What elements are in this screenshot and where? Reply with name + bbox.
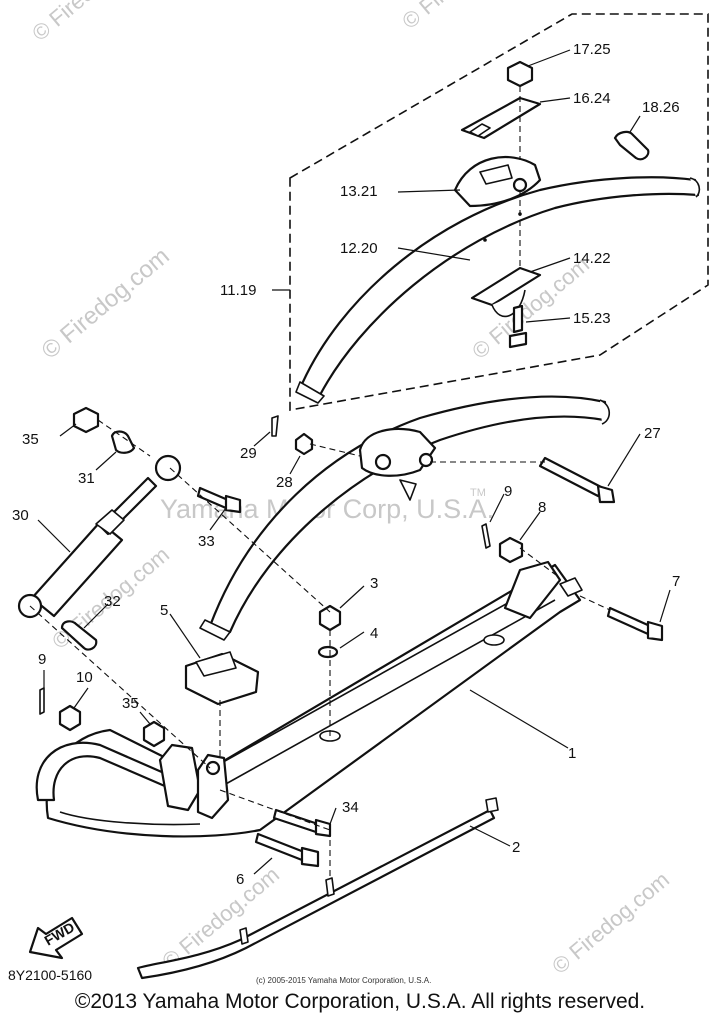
bolt-6: [254, 832, 320, 868]
cotter-pin-9-upper: [481, 523, 491, 549]
callout-14-22: 14.22: [573, 250, 611, 267]
callout-13-21: 13.21: [340, 183, 378, 200]
cotter-pin-29: [271, 415, 279, 437]
callout-28: 28: [276, 474, 293, 491]
callout-27: 27: [644, 425, 661, 442]
callout-33: 33: [198, 533, 215, 550]
callout-1: 1: [568, 745, 576, 762]
callout-6: 6: [236, 871, 244, 888]
watermark-lower-right: © Firedog.com: [547, 867, 674, 979]
collar-18: [613, 130, 650, 161]
watermark-trademark: TM: [470, 487, 486, 499]
callout-7: 7: [672, 573, 680, 590]
callout-3: 3: [370, 575, 378, 592]
leaf-spring-upper: [295, 176, 701, 404]
watermark-top-left: © Firedog: [27, 0, 117, 46]
main-spring-clamp: [358, 428, 437, 501]
callout-12-20: 12.20: [340, 240, 378, 257]
nut-3: [318, 604, 342, 632]
bolt-27: [538, 456, 616, 504]
watermark-top-center: © Firedog: [397, 0, 487, 34]
callout-34: 34: [342, 799, 359, 816]
bolt-33: [196, 486, 242, 514]
callout-16-24: 16.24: [573, 90, 611, 107]
forward-direction-arrow: FWD: [28, 916, 84, 960]
footer-copyright: ©2013 Yamaha Motor Corporation, U.S.A. A…: [74, 990, 646, 1013]
spring-bracket: [470, 266, 542, 307]
callout-31: 31: [78, 470, 95, 487]
callout-32: 32: [104, 593, 121, 610]
nut-28: [294, 432, 314, 456]
nut-17: [506, 60, 534, 88]
callout-10: 10: [76, 669, 93, 686]
spring-clamp-top: [453, 155, 542, 208]
callout-35-upper: 35: [22, 431, 39, 448]
bolt-34: [272, 808, 332, 838]
callout-11-19: 11.19: [220, 282, 256, 299]
callout-4: 4: [370, 625, 378, 642]
washer-4: [317, 645, 339, 659]
nut-35-upper: [72, 406, 100, 434]
callout-30: 30: [12, 507, 29, 524]
leader-lines: [29, 49, 671, 880]
callout-29: 29: [240, 445, 257, 462]
nut-35-lower: [142, 720, 166, 748]
watermark-mid-right: © Firedog.com: [467, 252, 594, 364]
collar-31: [110, 430, 136, 454]
source-copyright-line: (c) 2005-2015 Yamaha Motor Corporation, …: [256, 976, 432, 985]
collar-32: [60, 620, 98, 651]
callout-2: 2: [512, 839, 520, 856]
ski: [35, 560, 583, 838]
callout-35-lower: 35: [122, 695, 139, 712]
nut-10: [58, 704, 82, 732]
callout-17-25: 17.25: [573, 41, 611, 58]
callout-18-26: 18.26: [642, 99, 680, 116]
nut-8: [498, 536, 524, 564]
spring-assembly-frame: [289, 13, 709, 411]
ski-saddle-bracket: [184, 651, 260, 706]
callout-9-left: 9: [38, 651, 46, 668]
callout-9-upper: 9: [504, 483, 512, 500]
callout-5: 5: [160, 602, 168, 619]
bolt-7: [606, 606, 664, 642]
callout-15-23: 15.23: [573, 310, 611, 327]
runner-wear-bar: [136, 797, 499, 980]
callout-8: 8: [538, 499, 546, 516]
drawing-number: 8Y2100-5160: [8, 967, 92, 983]
cotter-pin-9-left: [39, 687, 45, 715]
bolt-15: [512, 304, 524, 334]
watermark-left: © Firedog.com: [37, 243, 175, 365]
part-callouts: 17.25 16.24 18.26 13.21 12.20 14.22 11.1…: [12, 41, 680, 888]
